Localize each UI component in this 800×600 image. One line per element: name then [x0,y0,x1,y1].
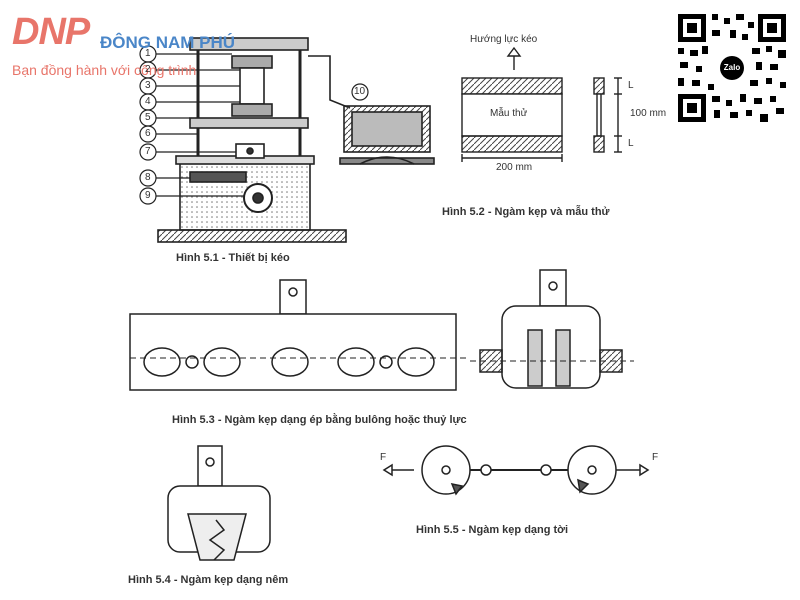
callout-9: 9 [145,190,151,201]
fig55-force-left: F [380,452,387,463]
fig52-force-label: Hướng lực kéo [470,34,538,45]
fig55-force-right: F [652,452,659,463]
fig52-caption: Hình 5.2 - Ngàm kẹp và mẫu thử [442,206,610,218]
brand-slogan: Bạn đồng hành với công trình [12,62,197,78]
fig54-wedge-grip [167,445,271,561]
callout-4: 4 [145,96,151,107]
brand-logo: DNP [12,11,90,53]
fig53-caption: Hình 5.3 - Ngàm kẹp dạng ép bằng bulông … [172,414,467,426]
brand-name: ĐÔNG NAM PHÚ [100,33,236,52]
callout-2: 2 [145,64,151,75]
fig51-tensile-machine [157,37,435,243]
fig52-sample-label: Mẫu thử [490,108,528,119]
zalo-badge: Zalo [720,56,744,80]
fig51-caption: Hình 5.1 - Thiết bị kéo [176,252,290,264]
callout-3: 3 [145,80,151,91]
fig52-l-bottom: L [628,138,634,149]
fig52-width-label: 200 mm [496,162,533,173]
fig52-l-top: L [628,80,634,91]
fig55-winch-grip [382,445,650,496]
callout-5: 5 [145,112,151,123]
callout-8: 8 [145,172,151,183]
qr-code [676,12,788,124]
fig55-caption: Hình 5.5 - Ngàm kẹp dạng tời [416,524,569,536]
fig52-height-label: 100 mm [630,108,667,119]
fig52-grips-and-sample [461,46,622,162]
fig51-callout-circles [139,45,369,205]
callout-1: 1 [145,48,151,59]
fig53-bolt-grip [129,269,634,391]
callout-6: 6 [145,128,151,139]
callout-7: 7 [145,146,151,157]
callout-10: 10 [354,86,366,97]
fig54-caption: Hình 5.4 - Ngàm kẹp dạng nêm [128,574,289,586]
